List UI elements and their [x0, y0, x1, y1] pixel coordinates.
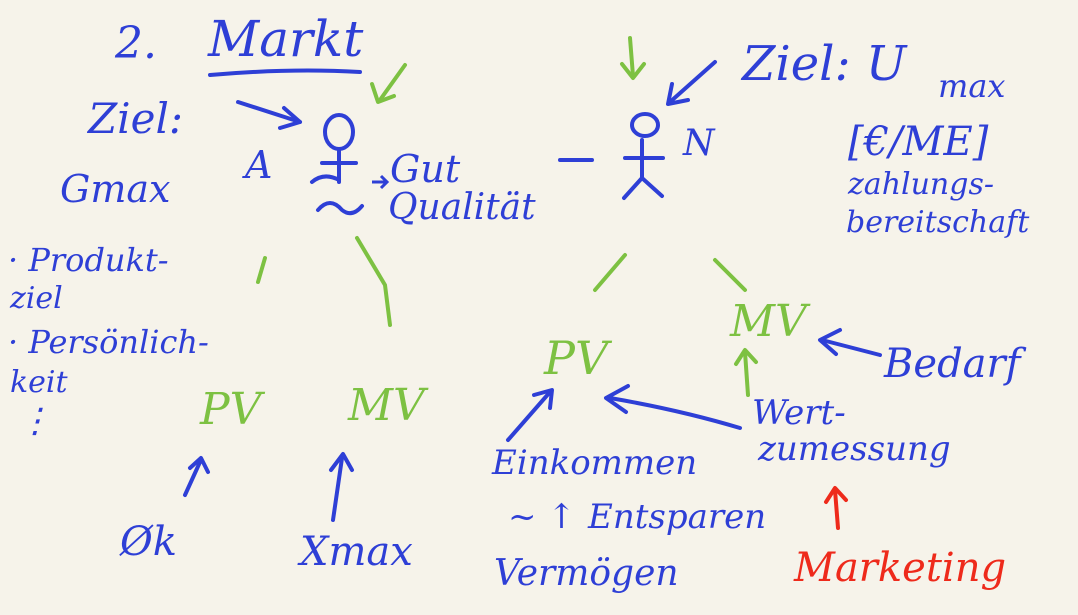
arrow-ziel-to-A — [236, 100, 302, 124]
ziel-label: Ziel: — [88, 94, 184, 143]
wert-label-2: zumessung — [758, 429, 951, 469]
ziel-u-label: Ziel: U — [742, 36, 907, 92]
arrow-xmax-to-mv — [331, 456, 344, 522]
bereitschaft-label: bereitschaft — [846, 205, 1030, 240]
einheit-label: [€/ME] — [848, 119, 989, 165]
qualitaet-label: Qualität — [388, 187, 536, 228]
max-subscript: max — [938, 67, 1006, 105]
green-arrow-N — [628, 36, 635, 78]
zahlungs-label: zahlungs- — [848, 167, 994, 202]
gmax-label: Gmax — [60, 167, 171, 211]
section-number: 2. — [115, 18, 157, 69]
label-A: A — [245, 143, 273, 187]
green-arrow-A — [378, 63, 407, 102]
supply-pv: PV — [200, 384, 262, 435]
demand-pv: PV — [544, 331, 609, 385]
green-branch-left — [256, 256, 267, 284]
tilde-arrow: ~ ↑ — [508, 497, 576, 537]
marketing-label: Marketing — [794, 545, 1007, 591]
arrow-einkommen-to-pv — [506, 390, 552, 442]
green-branch-demand-right — [713, 258, 747, 292]
wert-label-1: Wert- — [752, 393, 846, 433]
arrow-bedarf-to-mv — [820, 338, 882, 357]
einkommen-label: Einkommen — [492, 443, 698, 483]
female-figure-icon — [310, 113, 364, 216]
title-underline — [208, 68, 362, 77]
gut-label: Gut — [390, 147, 461, 191]
arrow-ziel-to-N — [668, 60, 717, 104]
bullet-ellipsis: ⋮ — [18, 401, 52, 441]
red-arrow-marketing — [833, 488, 840, 530]
bullet-persoenlichkeit-1: · Persönlich- — [8, 323, 209, 361]
supply-mv: MV — [348, 380, 425, 431]
green-branch-right — [355, 236, 392, 327]
green-arrow-wert-to-mv — [743, 350, 750, 397]
stick-figure-icon — [622, 112, 665, 200]
vermoegen-label: Vermögen — [494, 553, 679, 594]
bullet-persoenlichkeit-2: keit — [10, 365, 68, 400]
section-title: Markt — [208, 10, 364, 68]
xmax-label: Xmax — [300, 529, 413, 575]
green-branch-demand-left — [593, 253, 627, 292]
entsparen-label: Entsparen — [588, 497, 767, 537]
bullet-produktziel-1: · Produkt- — [8, 241, 169, 279]
bullet-produktziel-2: ziel — [10, 281, 63, 316]
ok-label: Øk — [120, 519, 178, 565]
label-N: N — [683, 123, 715, 164]
demand-mv: MV — [730, 296, 807, 347]
bedarf-label: Bedarf — [884, 341, 1021, 387]
arrow-wert-to-pv — [608, 396, 742, 430]
arrow-ok-to-pv — [183, 460, 202, 497]
